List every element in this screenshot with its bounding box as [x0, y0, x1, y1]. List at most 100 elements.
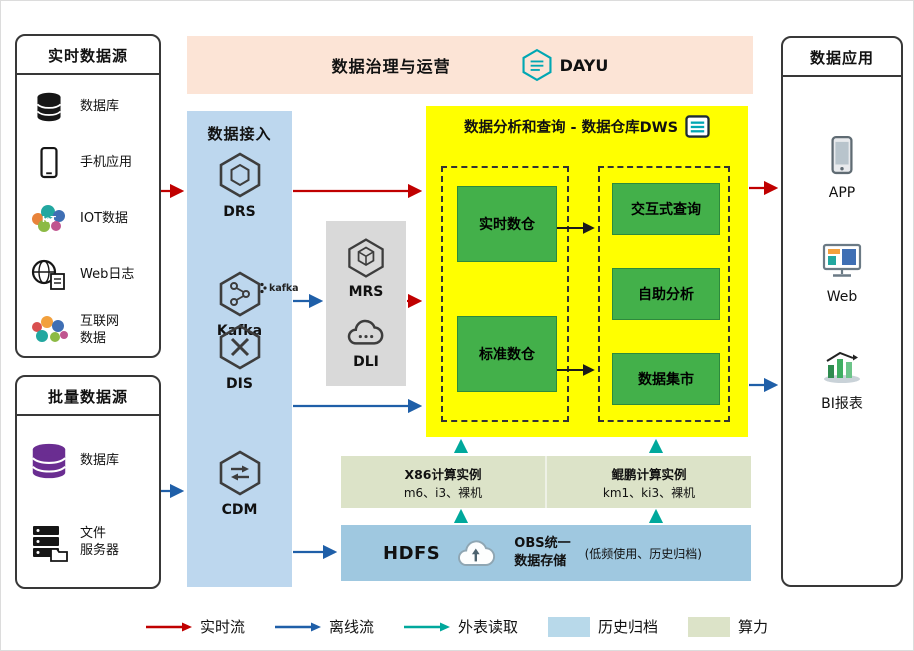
mobile-app-icon: [25, 146, 73, 180]
source-item-mobile-app: 手机应用: [17, 135, 159, 191]
batch-sources-title: 批量数据源: [17, 377, 159, 416]
legend-label: 外表读取: [457, 618, 518, 636]
mrs-icon: [348, 238, 384, 278]
source-item-label: 数据库: [80, 98, 120, 114]
dli-icon: [347, 319, 384, 345]
dws-title: 数据分析和查询 - 数据仓库DWS: [463, 120, 679, 136]
service-drs: DRS: [187, 151, 292, 220]
kafka-icon: [219, 271, 260, 317]
dws-icon: [685, 115, 710, 138]
kunpeng-compute-title: 鲲鹏计算实例: [611, 466, 687, 482]
dayu-brand: DAYU: [521, 48, 609, 82]
iot-icon: IoT: [25, 203, 73, 235]
x86-compute-group: X86计算实例 m6、i3、裸机: [341, 456, 545, 508]
realtime-sources-title: 实时数据源: [17, 36, 159, 75]
file-server-icon: [25, 523, 73, 563]
dws-title-row: 数据分析和查询 - 数据仓库DWS: [426, 106, 748, 138]
service-dli: DLI: [326, 315, 406, 370]
node-self-service-analysis: 自助分析: [612, 268, 720, 320]
app-icon: [831, 136, 853, 175]
kafka-glyph-icon: [260, 282, 267, 294]
batch-sources-list: 数据库 文件 服务器: [17, 416, 159, 584]
red-arrow-icon: [145, 622, 192, 631]
app-item-app: APP: [783, 135, 901, 201]
source-item-database-batch: 数据库: [17, 420, 159, 502]
kunpeng-compute-group: 鲲鹏计算实例 km1、ki3、裸机: [545, 456, 751, 508]
teal-arrow-icon: [403, 622, 450, 631]
node-label: 标准数仓: [479, 347, 535, 363]
node-label: 数据集市: [638, 372, 694, 388]
dws-warehouses-group: 实时数仓 标准数仓: [441, 166, 569, 422]
dayu-icon: [522, 48, 552, 82]
source-item-database: 数据库: [17, 79, 159, 135]
legend-item-history-archive: 历史归档: [548, 616, 658, 637]
node-realtime-warehouse: 实时数仓: [457, 186, 557, 262]
dws-analysis-group: 交互式查询 自助分析 数据集市: [598, 166, 730, 422]
internet-data-icon: [25, 315, 73, 347]
legend-bar: 实时流 离线流 外表读取 历史归档 算力: [1, 616, 913, 637]
source-item-web-log: Web日志: [17, 247, 159, 303]
database-icon: [25, 90, 73, 124]
node-label: 交互式查询: [631, 202, 701, 218]
legend-item-external-read: 外表读取: [403, 616, 518, 637]
source-item-file-server: 文件 服务器: [17, 502, 159, 584]
kunpeng-compute-sub: km1、ki3、裸机: [602, 485, 696, 500]
source-item-internet-data: 互联网 数据: [17, 303, 159, 359]
blue-arrow-icon: [274, 622, 321, 631]
data-ingestion-column: 数据接入 DRS kafka Kafka DIS CDM: [187, 111, 299, 587]
node-label: 实时数仓: [479, 217, 535, 233]
legend-label: 历史归档: [598, 618, 659, 636]
web-log-icon: [25, 258, 73, 292]
realtime-sources-panel: 实时数据源 数据库 手机应用 IoT IOT数据: [15, 34, 161, 358]
web-icon: [822, 243, 862, 277]
source-item-label: IOT数据: [80, 210, 129, 226]
legend-label: 离线流: [328, 618, 374, 636]
realtime-sources-list: 数据库 手机应用 IoT IOT数据 Web日志: [17, 75, 159, 359]
governance-title: 数据治理与运营: [331, 57, 451, 76]
svg-text:IoT: IoT: [42, 215, 56, 224]
service-name: DLI: [353, 354, 379, 370]
data-applications-title: 数据应用: [783, 38, 901, 77]
service-name: MRS: [348, 284, 384, 300]
legend-item-compute-power: 算力: [688, 616, 768, 637]
hdfs-label: HDFS: [383, 542, 441, 564]
legend-item-offline-flow: 离线流: [274, 616, 374, 637]
app-item-label: BI报表: [821, 396, 863, 412]
cdm-icon: [219, 450, 260, 496]
dayu-label: DAYU: [559, 55, 609, 75]
governance-banner: 数据治理与运营 DAYU: [187, 36, 753, 94]
mrs-dli-box: MRS DLI: [326, 221, 406, 386]
node-data-mart: 数据集市: [612, 353, 720, 405]
compute-swatch: [688, 616, 731, 637]
data-applications-panel: 数据应用 APP Web BI报表: [781, 36, 903, 587]
app-item-bi-report: BI报表: [783, 347, 901, 413]
app-item-web: Web: [783, 243, 901, 305]
x86-compute-title: X86计算实例: [404, 466, 482, 482]
legend-label: 算力: [738, 618, 769, 636]
service-mrs: MRS: [326, 237, 406, 300]
node-label: 自助分析: [638, 287, 694, 303]
service-name: DRS: [223, 204, 256, 220]
legend-label: 实时流: [199, 618, 245, 636]
source-item-label: Web日志: [80, 266, 135, 282]
obs-storage-label: OBS统一 数据存储: [514, 536, 571, 569]
app-item-label: Web: [826, 289, 858, 305]
service-cdm: CDM: [187, 449, 292, 518]
compute-instances-box: X86计算实例 m6、i3、裸机 鲲鹏计算实例 km1、ki3、裸机: [341, 456, 751, 508]
node-standard-warehouse: 标准数仓: [457, 316, 557, 392]
data-ingestion-title: 数据接入: [207, 125, 272, 143]
database-purple-icon: [25, 440, 73, 482]
drs-icon: [219, 152, 260, 198]
service-name: DIS: [226, 376, 253, 392]
source-item-label: 手机应用: [80, 154, 133, 170]
legend-item-realtime-flow: 实时流: [145, 616, 245, 637]
hdfs-obs-storage-box: HDFS OBS统一 数据存储 (低频使用、历史归档): [341, 525, 751, 581]
app-item-label: APP: [828, 185, 856, 201]
dis-icon: [219, 324, 260, 370]
x86-compute-sub: m6、i3、裸机: [403, 485, 483, 500]
obs-storage-note: (低频使用、历史归档): [584, 546, 702, 561]
node-interactive-query: 交互式查询: [612, 183, 720, 235]
obs-cloud-icon: [458, 540, 496, 566]
service-dis: DIS: [187, 323, 292, 392]
